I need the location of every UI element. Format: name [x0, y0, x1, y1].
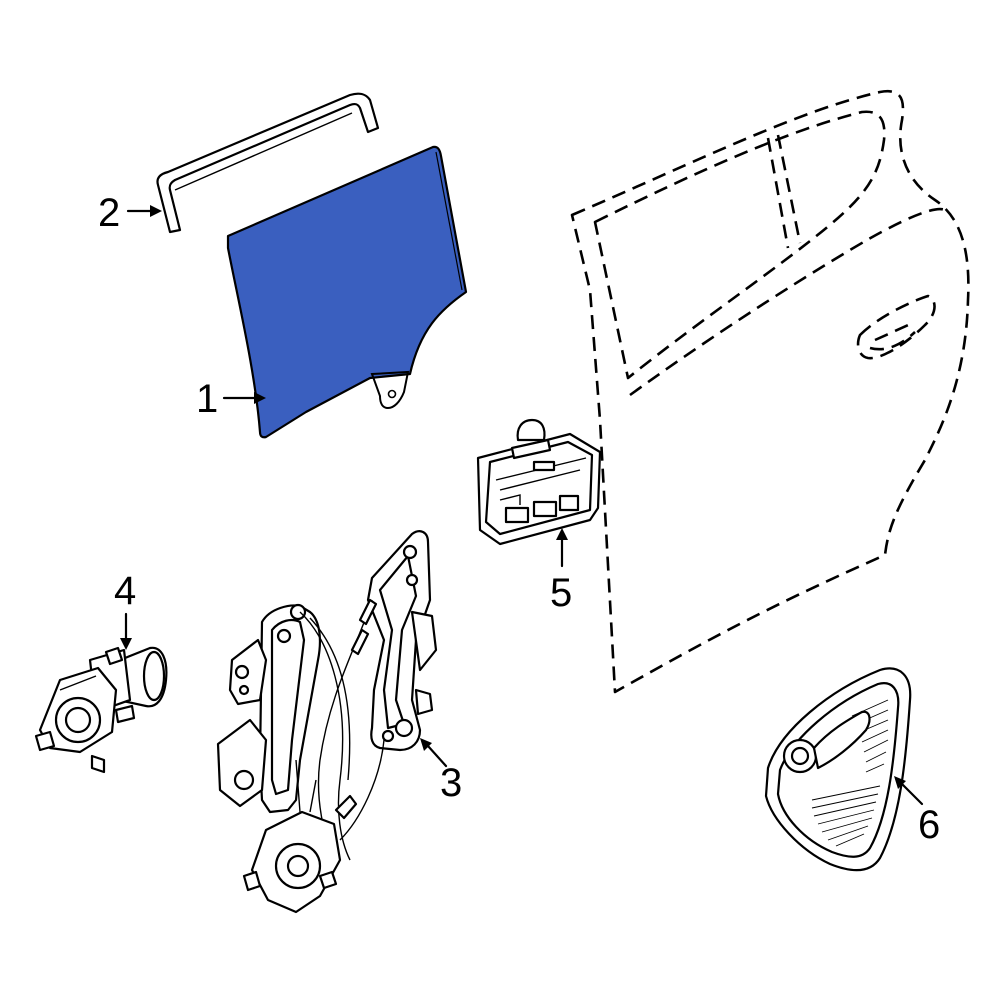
part-2-run-channel [156, 92, 380, 234]
handle-grille [811, 699, 889, 847]
part-1-door-glass [226, 145, 468, 439]
callout-4: 4 [114, 569, 136, 650]
svg-text:6: 6 [918, 803, 940, 847]
callout-2: 2 [98, 191, 162, 235]
svg-text:3: 3 [440, 761, 462, 805]
svg-text:4: 4 [114, 569, 136, 613]
svg-text:5: 5 [550, 571, 572, 615]
callout-5: 5 [550, 528, 572, 615]
callout-1: 1 [196, 377, 266, 421]
door-outline [570, 89, 970, 694]
part-3-window-regulator [216, 530, 438, 914]
part-5-door-control-module [476, 418, 602, 546]
svg-text:1: 1 [196, 377, 218, 421]
callout-6: 6 [894, 776, 940, 847]
part-6-inside-door-handle [764, 667, 912, 872]
part-4-window-motor [34, 646, 168, 774]
callout-3: 3 [420, 738, 462, 805]
svg-text:2: 2 [98, 191, 120, 235]
